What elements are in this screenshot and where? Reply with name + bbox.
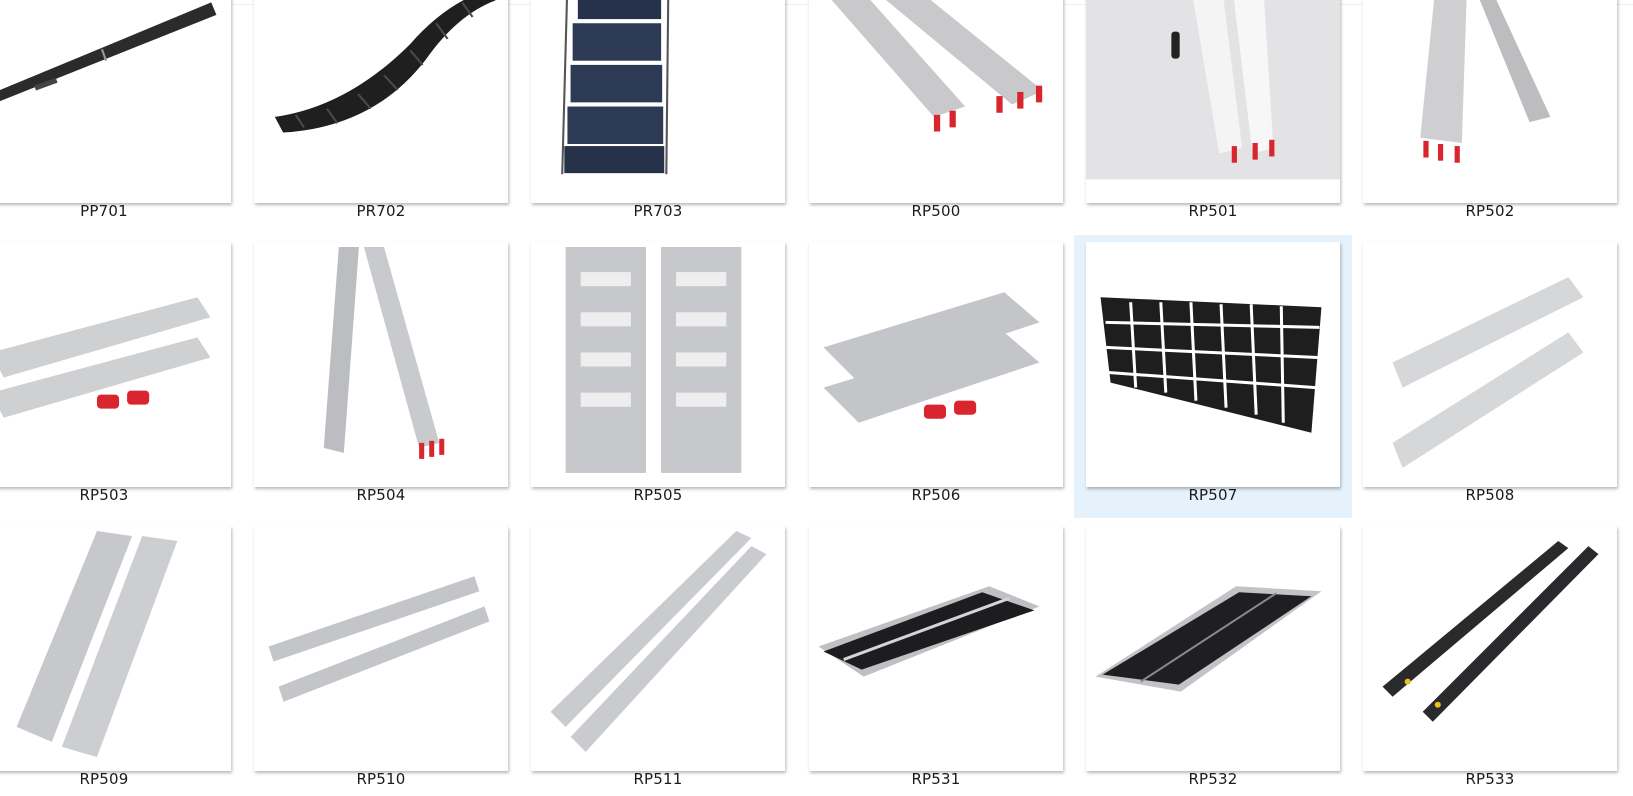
file-item[interactable]: RP502	[1351, 0, 1629, 220]
file-item[interactable]: RP531	[797, 519, 1075, 796]
file-thumbnail[interactable]	[1086, 242, 1340, 487]
file-name-label: RP503	[79, 486, 129, 504]
file-thumbnail[interactable]	[254, 0, 508, 203]
file-thumbnail[interactable]	[1363, 0, 1617, 203]
file-name-label: PR702	[356, 202, 406, 220]
file-item[interactable]: RP508	[1351, 235, 1629, 518]
ramp-image	[565, 247, 742, 473]
file-item[interactable]: PR703	[519, 0, 797, 220]
file-item[interactable]: RP507	[1074, 235, 1352, 518]
ramp-image	[274, 0, 496, 133]
ramp-image	[1382, 541, 1599, 722]
file-thumbnail[interactable]	[1086, 0, 1340, 203]
file-item[interactable]: RP509	[0, 519, 243, 796]
file-name-label: RP507	[1188, 486, 1238, 504]
file-name-label: RP511	[633, 770, 683, 788]
file-item[interactable]: RP503	[0, 235, 243, 518]
file-thumbnail[interactable]	[254, 242, 508, 487]
file-name-label: RP502	[1465, 202, 1515, 220]
file-thumbnail[interactable]	[809, 242, 1063, 487]
file-item[interactable]: RP533	[1351, 519, 1629, 796]
file-name-label: RP504	[356, 486, 406, 504]
file-thumbnail[interactable]	[254, 526, 508, 771]
file-item[interactable]: RP506	[797, 235, 1075, 518]
ramp-image	[818, 586, 1040, 677]
file-name-label: PR703	[633, 202, 683, 220]
file-thumbnail[interactable]	[1086, 526, 1340, 771]
file-name-label: RP533	[1465, 770, 1515, 788]
ramp-image	[550, 531, 767, 752]
file-item[interactable]: RP510	[242, 519, 520, 796]
ramp-image	[831, 0, 1044, 132]
file-thumbnail[interactable]	[0, 526, 231, 771]
file-item[interactable]: RP511	[519, 519, 797, 796]
file-name-label: RP509	[79, 770, 129, 788]
ramp-image	[1095, 586, 1322, 692]
file-thumbnail[interactable]	[809, 526, 1063, 771]
file-thumbnail[interactable]	[809, 0, 1063, 203]
file-name-label: RP505	[633, 486, 683, 504]
ramp-image	[1420, 0, 1551, 163]
file-name-label: RP510	[356, 770, 406, 788]
file-name-label: PP701	[80, 202, 128, 220]
file-item[interactable]: RP500	[797, 0, 1075, 220]
file-item[interactable]: PR702	[242, 0, 520, 220]
file-name-label: RP501	[1188, 202, 1238, 220]
file-thumbnail[interactable]	[1363, 526, 1617, 771]
file-name-label: RP508	[1465, 486, 1515, 504]
file-item[interactable]: RP504	[242, 235, 520, 518]
file-name-label: RP532	[1188, 770, 1238, 788]
file-thumbnail[interactable]	[1363, 242, 1617, 487]
ramp-image	[1100, 297, 1322, 433]
steps-image	[561, 0, 670, 175]
ramp-image	[0, 297, 211, 418]
file-name-label: RP500	[911, 202, 961, 220]
ramp-image	[823, 292, 1040, 423]
file-thumbnail[interactable]	[0, 0, 231, 203]
file-item[interactable]: PP701	[0, 0, 243, 220]
ramp-image	[16, 531, 178, 757]
file-thumbnail[interactable]	[531, 526, 785, 771]
file-name-label: RP531	[911, 770, 961, 788]
file-name-label: RP506	[911, 486, 961, 504]
file-item[interactable]: RP505	[519, 235, 797, 518]
file-thumbnail[interactable]	[0, 242, 231, 487]
file-item[interactable]: RP501	[1074, 0, 1352, 220]
file-thumbnail[interactable]	[531, 242, 785, 487]
ramp-image	[323, 247, 445, 459]
ramp-image	[268, 576, 490, 702]
ramp-image	[1392, 277, 1584, 468]
ramp-image	[0, 2, 217, 102]
ramp-image	[1086, 0, 1340, 180]
file-thumbnail[interactable]	[531, 0, 785, 203]
file-item[interactable]: RP532	[1074, 519, 1352, 796]
